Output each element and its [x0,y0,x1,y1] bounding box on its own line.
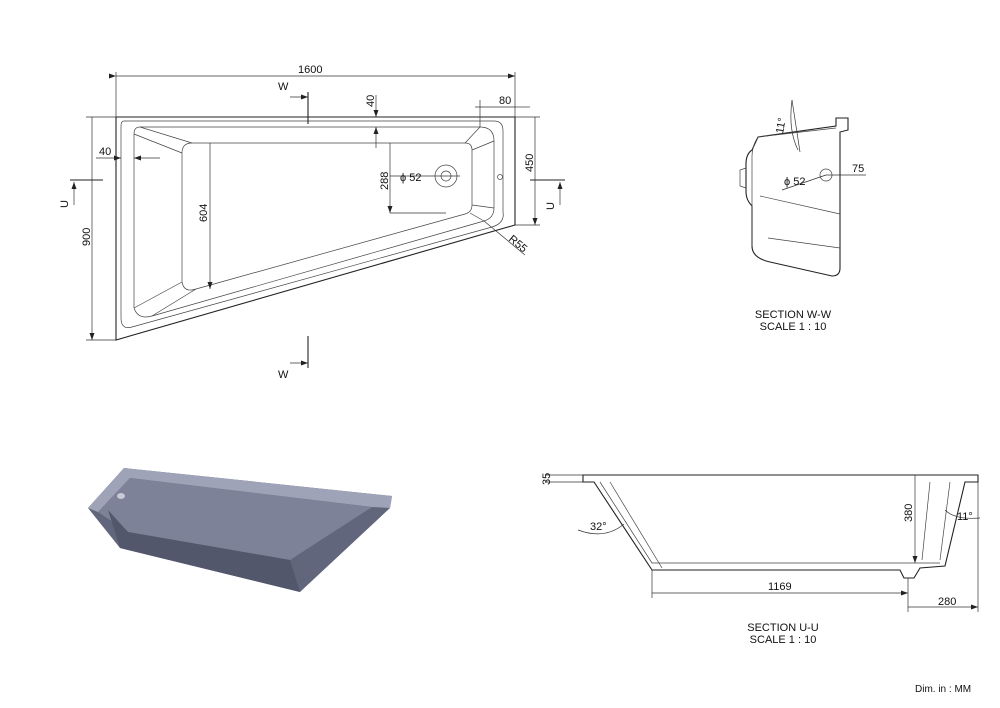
plan-bowl-edge [133,126,495,318]
section-u-scale: SCALE 1 : 10 [750,634,817,646]
render-inner-bowl [98,478,372,560]
plan-rim-inner [120,120,504,328]
plan-dim-length: 1600 [298,64,322,76]
plan-waste-diameter: ϕ 52 [400,172,421,184]
render-rim-top [88,468,392,512]
plan-dim-rim: 40 [365,95,377,107]
plan-dim-waste-offset: 288 [379,172,391,190]
plan-cut-w-top: W [278,81,289,93]
bathtub-render [88,468,392,592]
plan-dim-end-height: 450 [524,154,536,172]
render-overflow-hole [117,493,125,499]
plan-bowl-floor [181,142,473,291]
section-w-dim-75: 75 [852,163,864,175]
section-w-outline [745,117,849,277]
section-w-view: ϕ 52 75 11° SECTION W-W SCALE 1 : 10 [739,99,866,333]
section-u-outline [582,474,979,579]
plan-view: 1600 900 40 40 80 450 288 ϕ 52 604 [59,64,565,381]
plan-overflow [497,174,503,180]
plan-dim-width: 900 [81,228,93,246]
plan-chamfer-lines [133,126,495,317]
section-u-dim-380: 380 [903,504,915,522]
section-u-title: SECTION U-U [747,622,819,634]
section-u-view: 35 380 32° 11° 1169 280 SECTION U-U SCAL… [541,473,981,646]
plan-dim-left-rim: 40 [99,146,111,158]
units-note: Dim. in : MM [915,684,971,695]
section-w-angle: 11° [774,117,789,135]
render-inner-wall [108,510,300,592]
section-u-angle-right: 11° [957,511,973,523]
plan-dim-inner-depth: 604 [198,204,210,222]
section-w-waste-diameter: ϕ 52 [784,176,805,188]
plan-dim-corner: 80 [499,95,511,107]
section-w-scale: SCALE 1 : 10 [760,321,827,333]
plan-cut-w-bottom: W [278,369,289,381]
section-u-inner [599,481,951,569]
section-u-dim-280: 280 [938,596,956,608]
section-u-angle-left: 32° [590,521,607,533]
plan-radius-label: R55 [506,233,529,255]
plan-cut-u-right: U [545,202,557,210]
plan-cut-u-left: U [59,200,71,208]
section-u-dim-35: 35 [541,473,553,485]
section-w-title: SECTION W-W [755,309,832,321]
section-u-dim-1169: 1169 [768,581,792,593]
